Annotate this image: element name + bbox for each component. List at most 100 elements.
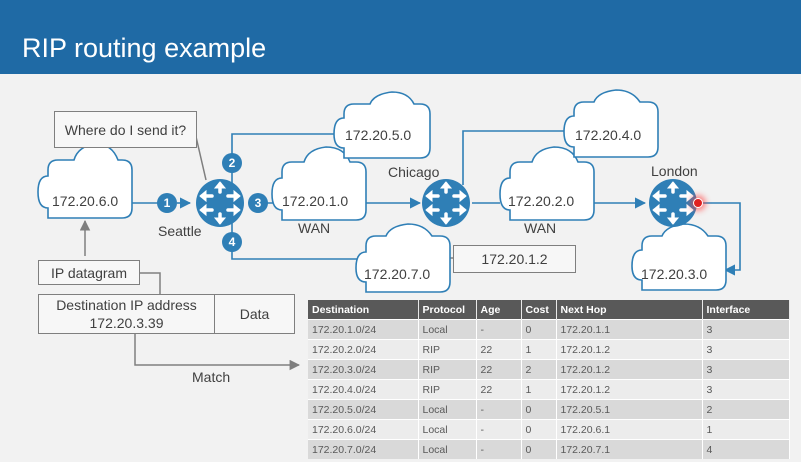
table-row: 172.20.7.0/24 Local - 0 172.20.7.1 4 [308,439,790,459]
badge-if1-label: 1 [164,196,171,210]
table-row: 172.20.3.0/24 RIP 22 2 172.20.1.2 3 [308,359,790,380]
badge-if4 [222,232,242,252]
cell-interface: 4 [702,439,790,459]
destination-ip: 172.20.3.39 [89,315,164,331]
packet-indicator [690,195,706,211]
net1-label: 172.20.1.0 [282,193,349,209]
cell-destination: 172.20.3.0/24 [308,359,419,380]
col-next-hop: Next Hop [556,300,703,320]
cell-next-hop: 172.20.6.1 [556,419,703,440]
interface-badges [157,153,268,252]
cell-cost: 0 [521,419,557,440]
cloud-net1 [271,146,367,221]
cell-interface: 2 [702,399,790,420]
net2-label: 172.20.2.0 [508,193,575,209]
routing-table: Destination Protocol Age Cost Next Hop I… [308,300,790,459]
net5-label: 172.20.5.0 [345,127,412,143]
badge-if1 [157,193,177,213]
net3-label: 172.20.3.0 [641,266,708,282]
badge-if2-label: 2 [229,156,236,170]
cell-cost: 0 [521,319,557,340]
match-label: Match [192,369,231,385]
link-london-net3 [698,202,741,276]
cell-next-hop: 172.20.1.2 [556,379,703,400]
cell-age: 22 [476,359,522,380]
wan1-label: WAN [298,220,331,236]
cell-destination: 172.20.5.0/24 [308,399,419,420]
header-bar [0,0,801,74]
cell-protocol: Local [418,399,477,420]
table-row: 172.20.2.0/24 RIP 22 1 172.20.1.2 3 [308,339,790,360]
cell-interface: 3 [702,339,790,360]
net6-label: 172.20.6.0 [52,193,119,209]
cloud-net7 [355,223,451,293]
col-cost: Cost [521,300,557,320]
cell-age: - [476,439,522,459]
nexthop-box: 172.20.1.2 [453,245,576,273]
cell-protocol: Local [418,319,477,340]
cell-protocol: RIP [418,379,477,400]
wan2-label: WAN [524,220,557,236]
cell-cost: 2 [521,359,557,380]
cell-cost: 0 [521,439,557,459]
cell-age: - [476,419,522,440]
cell-next-hop: 172.20.5.1 [556,399,703,420]
page-title: RIP routing example [22,33,267,63]
cloud-net3 [631,223,727,291]
cell-age: - [476,399,522,420]
badge-if2 [222,153,242,173]
cell-cost: 1 [521,339,557,360]
table-row: 172.20.1.0/24 Local - 0 172.20.1.1 3 [308,319,790,340]
cell-next-hop: 172.20.1.1 [556,319,703,340]
router-london[interactable] [649,179,697,227]
cell-protocol: Local [418,419,477,440]
cloud-net6 [37,143,133,219]
net7-label: 172.20.7.0 [364,266,431,282]
router-chicago[interactable] [422,179,470,227]
chicago-label: Chicago [388,164,440,180]
table-row: 172.20.5.0/24 Local - 0 172.20.5.1 2 [308,399,790,420]
badge-if3 [248,193,268,213]
cell-next-hop: 172.20.1.2 [556,339,703,360]
cloud-net4 [563,89,659,158]
cell-destination: 172.20.7.0/24 [308,439,419,459]
col-protocol: Protocol [418,300,477,320]
cell-destination: 172.20.2.0/24 [308,339,419,360]
badge-if4-label: 4 [229,235,236,249]
match-arrow [134,334,301,371]
badge-if3-label: 3 [255,196,262,210]
col-age: Age [476,300,522,320]
cell-destination: 172.20.4.0/24 [308,379,419,400]
cell-protocol: RIP [418,339,477,360]
table-header-row: Destination Protocol Age Cost Next Hop I… [308,300,790,320]
london-label: London [651,163,698,179]
cell-protocol: Local [418,439,477,459]
link-seattle-net7 [231,223,360,260]
cell-age: 22 [476,339,522,360]
cell-age: 22 [476,379,522,400]
cell-next-hop: 172.20.1.2 [556,359,703,380]
cell-destination: 172.20.1.0/24 [308,319,419,340]
col-destination: Destination [308,300,419,320]
cell-cost: 0 [521,399,557,420]
destination-field: Destination IP address 172.20.3.39 [38,294,215,334]
link-chicago-net4 [462,130,566,185]
cell-age: - [476,319,522,340]
cell-interface: 3 [702,379,790,400]
cloud-net2 [499,146,595,221]
packet-to-header-line [140,272,161,294]
data-field: Data [214,294,295,334]
cloud-net5 [333,91,431,159]
clouds [37,89,727,293]
cell-destination: 172.20.6.0/24 [308,419,419,440]
destination-field-label: Destination IP address [56,297,197,313]
router-seattle[interactable] [196,179,244,227]
net4-label: 172.20.4.0 [575,127,642,143]
table-row: 172.20.4.0/24 RIP 22 1 172.20.1.2 3 [308,379,790,400]
question-callout: Where do I send it? [54,111,197,148]
ip-datagram-label: IP datagram [38,260,140,285]
cell-protocol: RIP [418,359,477,380]
cell-interface: 3 [702,319,790,340]
